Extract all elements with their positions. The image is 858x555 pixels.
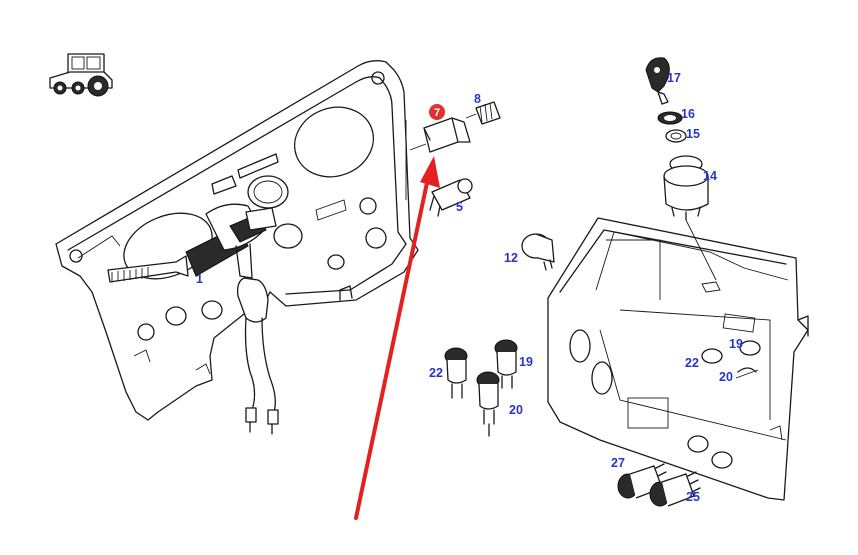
part-5-lamp <box>429 178 473 217</box>
part-17-key <box>645 57 670 105</box>
part-22-switch-center <box>444 347 468 399</box>
callout-20-center[interactable]: 20 <box>509 403 523 417</box>
side-console <box>547 217 809 501</box>
part-20-switch-center <box>476 371 500 437</box>
pointer-arrow <box>354 156 440 520</box>
callout-12[interactable]: 12 <box>504 251 518 265</box>
callout-7[interactable]: 7 <box>434 107 440 119</box>
callout-20-console[interactable]: 20 <box>719 370 733 384</box>
part-16-ring <box>657 111 683 125</box>
callout-25[interactable]: 25 <box>686 490 700 504</box>
callout-14[interactable]: 14 <box>703 169 717 183</box>
part-15-nut <box>665 129 687 143</box>
part-8-cap <box>465 101 501 125</box>
part-14-ignition-switch <box>663 155 717 281</box>
part-25-switch <box>649 471 701 507</box>
part-12-sender <box>521 233 555 271</box>
callout-19-center[interactable]: 19 <box>519 355 533 369</box>
callout-19-console[interactable]: 19 <box>729 337 743 351</box>
callout-15[interactable]: 15 <box>686 127 700 141</box>
callout-27[interactable]: 27 <box>611 456 625 470</box>
callout-1[interactable]: 1 <box>196 272 203 286</box>
highlight-marker <box>429 104 445 120</box>
callout-8[interactable]: 8 <box>474 92 481 106</box>
callout-16[interactable]: 16 <box>681 107 695 121</box>
callout-22-center[interactable]: 22 <box>429 366 443 380</box>
callout-5[interactable]: 5 <box>456 200 463 214</box>
callout-17[interactable]: 17 <box>667 71 681 85</box>
tractor-icon <box>49 53 113 97</box>
part-7-switch <box>409 117 471 153</box>
part-19-switch-center <box>494 339 518 389</box>
callout-22-console[interactable]: 22 <box>685 356 699 370</box>
part-1-combination-switch <box>107 203 279 435</box>
